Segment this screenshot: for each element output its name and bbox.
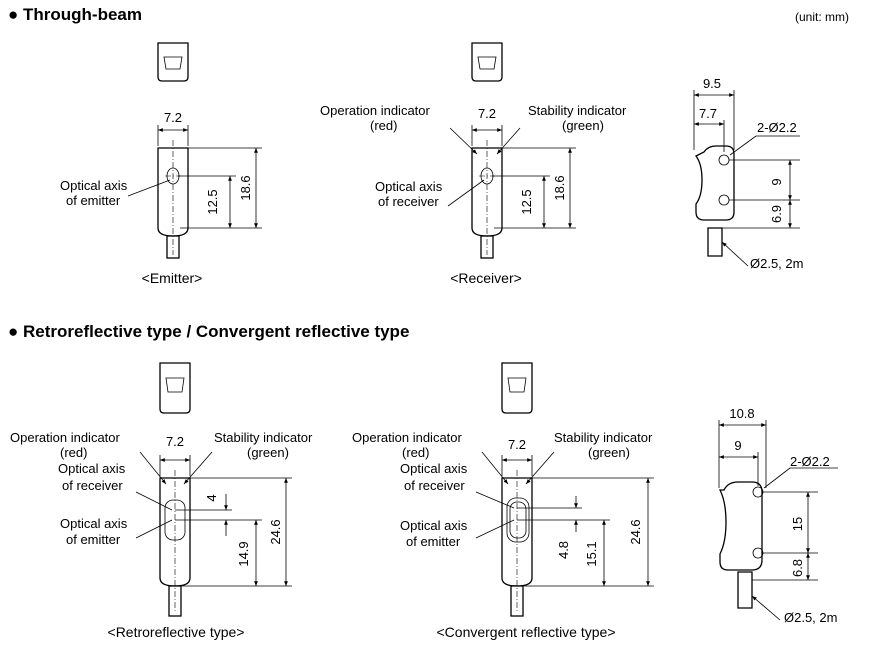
side-top-cable-label: Ø2.5, 2m xyxy=(750,256,803,271)
retro-height: 24.6 xyxy=(268,519,283,544)
side-top-cable xyxy=(707,227,723,257)
conv-stab-indicator-1: Stability indicator xyxy=(554,430,653,445)
convergent-drawing: 7.2 4.8 15.1 24.6 Operation indicator (r… xyxy=(352,362,654,640)
side-top-holes: 2-Ø2.2 xyxy=(757,120,797,135)
side-bottom-cable-label: Ø2.5, 2m xyxy=(784,610,837,625)
emitter-drawing: 7.2 12.5 18.6 Optical axis of emitter <E… xyxy=(60,42,262,286)
side-view-through-beam: 9.5 7.7 2-Ø2.2 9 6.9 Ø2.5, 2m xyxy=(693,76,803,271)
retro-d-axis: 14.9 xyxy=(236,541,251,566)
conv-rx-label-2: of receiver xyxy=(404,478,465,493)
side-top-bottom: 6.9 xyxy=(769,205,784,223)
retro-top-view xyxy=(159,362,191,414)
receiver-stab-indicator-1: Stability indicator xyxy=(528,103,627,118)
retro-op-indicator-1: Operation indicator xyxy=(10,430,121,445)
receiver-axis-height-dim: 12.5 xyxy=(519,189,534,214)
conv-op-indicator-1: Operation indicator xyxy=(352,430,463,445)
receiver-caption: <Receiver> xyxy=(450,270,522,286)
side-view-reflective: 10.8 9 2-Ø2.2 15 6.8 Ø2.5, 2m xyxy=(718,406,838,625)
emitter-caption: <Emitter> xyxy=(142,270,203,286)
side-top-pitch: 9 xyxy=(769,178,784,185)
retro-heading: ● Retroreflective type / Convergent refl… xyxy=(8,322,410,341)
receiver-op-indicator-2: (red) xyxy=(370,118,397,133)
emitter-top-view xyxy=(157,42,189,82)
unit-label: (unit: mm) xyxy=(795,10,849,24)
emitter-height-dim: 18.6 xyxy=(238,175,253,200)
receiver-top-view xyxy=(471,42,503,82)
side-bottom-dim-b: 9 xyxy=(734,438,741,453)
retro-tx-label-2: of emitter xyxy=(66,532,121,547)
retro-width-dim: 7.2 xyxy=(166,434,184,449)
conv-width-dim: 7.2 xyxy=(508,437,526,452)
emitter-axis-label-2: of emitter xyxy=(66,193,121,208)
side-bottom-bottom: 6.8 xyxy=(790,559,805,577)
side-bottom-cable xyxy=(737,571,753,609)
conv-top-view xyxy=(501,362,533,414)
conv-tx-label-1: Optical axis xyxy=(400,518,468,533)
side-bottom-holes: 2-Ø2.2 xyxy=(790,454,830,469)
receiver-axis-label-1: Optical axis xyxy=(375,179,443,194)
retro-d-small: 4 xyxy=(204,494,219,501)
conv-stab-indicator-2: (green) xyxy=(588,445,630,460)
conv-op-indicator-2: (red) xyxy=(402,445,429,460)
retro-stab-indicator-2: (green) xyxy=(247,445,289,460)
through-beam-heading: ● Through-beam xyxy=(8,5,142,24)
conv-d-axis: 15.1 xyxy=(584,541,599,566)
retro-cable xyxy=(168,585,182,617)
receiver-drawing: 7.2 12.5 18.6 Operation indicator (red) … xyxy=(320,42,627,286)
retro-rx-label-2: of receiver xyxy=(62,478,123,493)
receiver-stab-indicator-2: (green) xyxy=(562,118,604,133)
side-top-dim-b: 7.7 xyxy=(699,106,717,121)
conv-tx-label-2: of emitter xyxy=(406,534,461,549)
emitter-axis-height-dim: 12.5 xyxy=(205,189,220,214)
receiver-height-dim: 18.6 xyxy=(552,175,567,200)
emitter-axis-label-1: Optical axis xyxy=(60,178,128,193)
receiver-op-indicator-1: Operation indicator xyxy=(320,103,431,118)
side-top-dim-a: 9.5 xyxy=(703,76,721,91)
side-bottom-dim-a: 10.8 xyxy=(729,406,754,421)
retro-caption: <Retroreflective type> xyxy=(108,624,245,640)
retro-stab-indicator-1: Stability indicator xyxy=(214,430,313,445)
retroreflective-drawing: 7.2 4 14.9 24.6 Operation indicator (red… xyxy=(10,362,313,640)
side-bottom-pitch: 15 xyxy=(790,517,805,531)
retro-tx-label-1: Optical axis xyxy=(60,516,128,531)
retro-rx-label-1: Optical axis xyxy=(58,461,126,476)
retro-op-indicator-2: (red) xyxy=(60,445,87,460)
conv-height: 24.6 xyxy=(628,519,643,544)
conv-rx-label-1: Optical axis xyxy=(400,461,468,476)
side-bottom-body xyxy=(718,481,763,571)
receiver-axis-label-2: of receiver xyxy=(378,194,439,209)
conv-cable xyxy=(510,585,524,617)
emitter-width-dim: 7.2 xyxy=(164,110,182,125)
conv-d-small: 4.8 xyxy=(556,541,571,559)
conv-caption: <Convergent reflective type> xyxy=(437,624,616,640)
receiver-width-dim: 7.2 xyxy=(478,106,496,121)
